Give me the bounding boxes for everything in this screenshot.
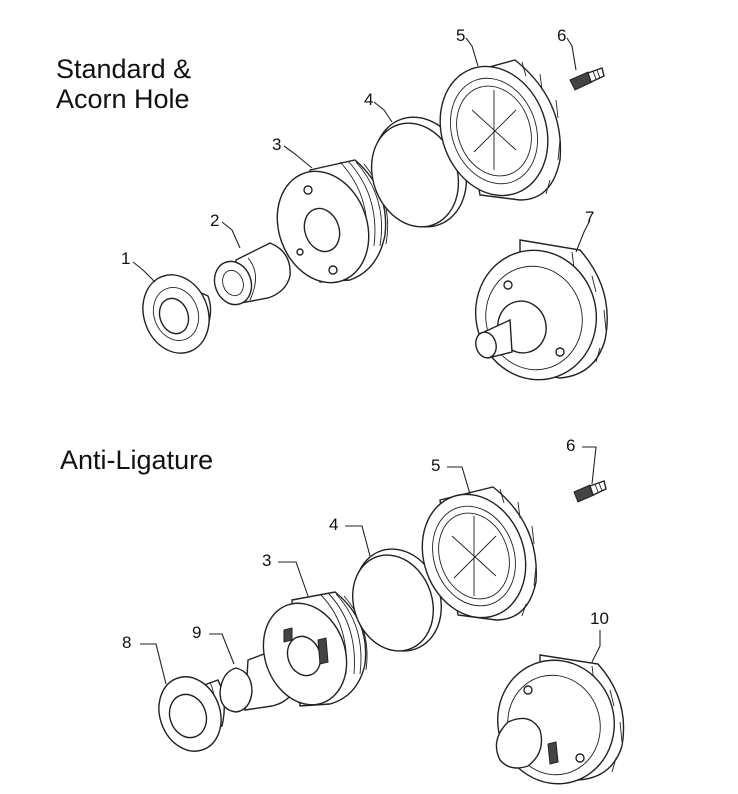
callout-std-7: 7 (585, 208, 595, 227)
callout-anti-10: 10 (590, 609, 609, 628)
section-title-anti-ligature: Anti-Ligature (60, 445, 213, 475)
callout-anti-3: 3 (262, 551, 272, 570)
callout-std-2: 2 (210, 211, 220, 230)
callout-anti-6: 6 (566, 436, 576, 455)
callout-std-6: 6 (557, 26, 567, 45)
part-6-screw-anti (573, 480, 607, 503)
part-7-cap-nozzle (474, 239, 608, 381)
callout-anti-5: 5 (431, 456, 441, 475)
section-title-line: Anti-Ligature (60, 445, 214, 475)
callout-std-3: 3 (272, 135, 282, 154)
callout-std-4: 4 (364, 90, 374, 109)
callout-anti-4: 4 (329, 515, 339, 534)
callout-std-5: 5 (456, 26, 466, 45)
leader-lines-anti-ligature (140, 446, 601, 685)
section-title-line: Standard & (56, 54, 192, 84)
callout-std-1: 1 (121, 249, 131, 268)
part-10-anti-ligature-cap (495, 654, 625, 785)
part-5-nut (439, 59, 562, 201)
section-title-standard: Standard & Acorn Hole (56, 54, 191, 114)
leader-lines-standard (132, 37, 591, 283)
part-1-flange-fitting (142, 274, 212, 354)
part-6-screw (569, 67, 605, 91)
section-title-line: Acorn Hole (56, 84, 190, 114)
part-5-nut-anti (421, 486, 538, 621)
part-3-threaded-body (276, 159, 389, 284)
callout-anti-8: 8 (122, 633, 132, 652)
part-4-gasket-anti (352, 548, 442, 652)
part-8-flange-fitting (158, 676, 225, 752)
part-2-sleeve (213, 242, 291, 306)
part-3-threaded-body-anti (262, 591, 368, 707)
callout-anti-9: 9 (192, 623, 202, 642)
